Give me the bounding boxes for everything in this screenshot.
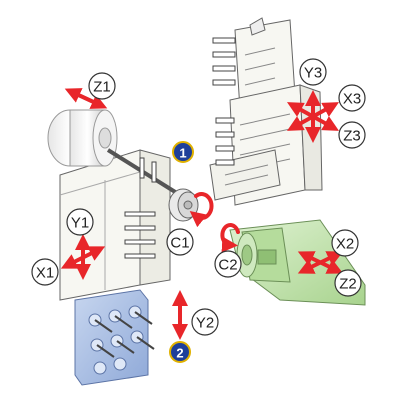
y1-label: Y1 — [71, 215, 89, 232]
z1-arrow — [64, 88, 108, 109]
z3-arrow — [286, 102, 340, 131]
c2-label: C2 — [218, 257, 237, 274]
z1-label: Z1 — [93, 79, 111, 96]
z2-arrow — [297, 251, 344, 274]
sub-spindle — [229, 219, 366, 306]
left-turret-tools — [124, 157, 157, 259]
marker-1-label: 1 — [179, 146, 186, 161]
upper-spindle — [47, 109, 182, 197]
x1-arrow — [60, 246, 106, 269]
z2-label: Z2 — [339, 276, 357, 293]
x3-label: X3 — [343, 91, 361, 108]
marker-2-label: 2 — [176, 346, 183, 361]
marker-2: 2 — [169, 341, 191, 363]
y3-label: Y3 — [304, 65, 322, 82]
axis-arrows — [60, 88, 344, 340]
c2-rotation-arrow — [220, 223, 240, 253]
y2-label: Y2 — [196, 315, 214, 332]
x2-label: X2 — [336, 236, 354, 253]
upper-tools — [212, 37, 236, 166]
upper-tool-post — [209, 17, 323, 206]
marker-1: 1 — [172, 141, 194, 163]
lower-turret — [74, 289, 155, 386]
c1-chuck — [168, 188, 199, 222]
c1-label: C1 — [170, 235, 189, 252]
x1-label: X1 — [36, 265, 54, 282]
z3-label: Z3 — [343, 128, 361, 145]
axis-labels — [31, 58, 366, 336]
c1-rotation-arrow — [189, 192, 214, 228]
